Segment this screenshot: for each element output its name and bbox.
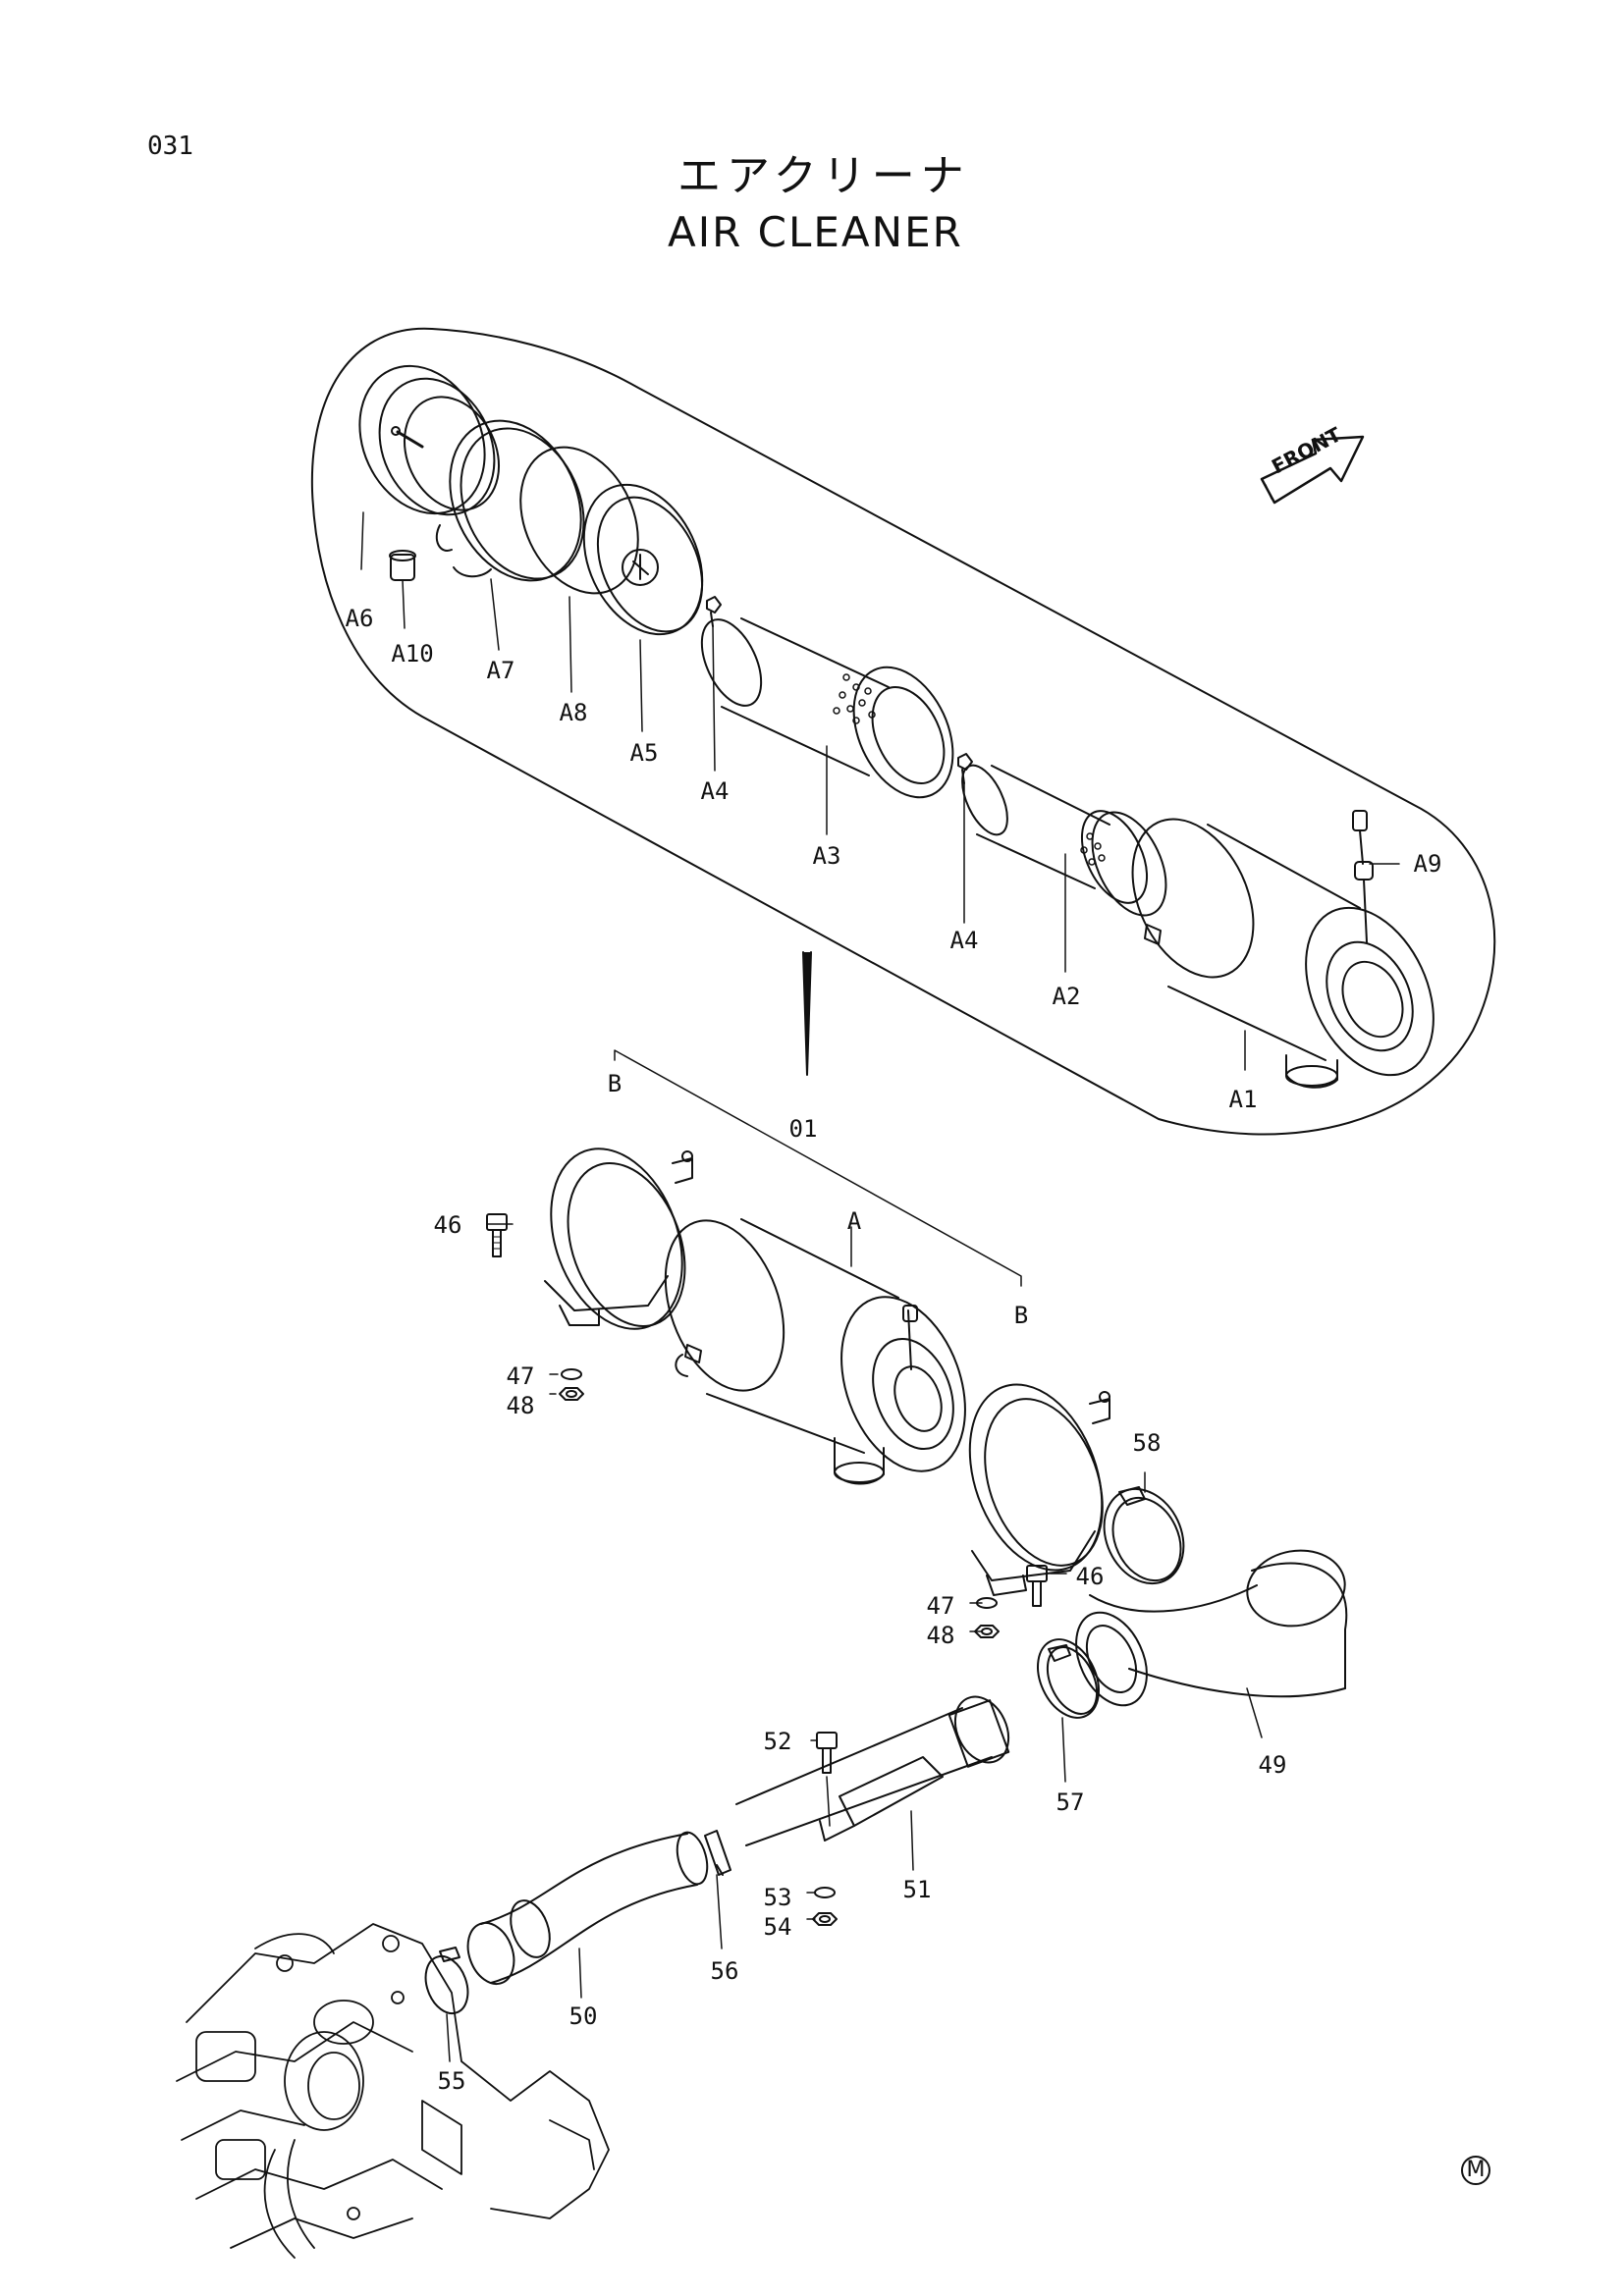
callout-a3: A3 [812, 842, 841, 870]
callout-46-left: 46 [433, 1211, 462, 1239]
page-number: 031 [147, 132, 193, 161]
callout-46-right: 46 [1075, 1563, 1105, 1590]
catalog-mark-icon: M [1461, 2156, 1490, 2185]
callout-a-main: A [846, 1207, 862, 1235]
callout-a2: A2 [1052, 983, 1081, 1010]
callout-a9: A9 [1413, 850, 1442, 878]
callout-a8: A8 [559, 699, 588, 726]
callout-56: 56 [710, 1957, 739, 1985]
callout-48-right: 48 [926, 1622, 955, 1649]
clamp-56 [705, 1831, 731, 1875]
bolt-46-right [1027, 1566, 1047, 1606]
bolt-52 [817, 1733, 837, 1826]
air-cleaner-body-a [644, 1204, 988, 1489]
callout-49: 49 [1258, 1751, 1287, 1779]
inner-filter-a2 [953, 759, 1181, 927]
callout-47-right: 47 [926, 1592, 955, 1620]
hose-50 [460, 1829, 712, 1990]
callout-a10: A10 [391, 640, 434, 667]
callout-57: 57 [1056, 1789, 1085, 1816]
intake-pipe-51 [736, 1688, 1018, 1845]
hose-clamp-55 [418, 1948, 475, 2019]
callout-47-left: 47 [506, 1362, 535, 1390]
callout-b-right: B [1013, 1302, 1029, 1329]
callout-b-left: B [607, 1070, 623, 1097]
hose-clamp-58 [1089, 1476, 1198, 1597]
callout-a4-top: A4 [700, 777, 730, 805]
outer-filter-a3 [689, 611, 972, 814]
callout-a1: A1 [1228, 1086, 1258, 1113]
callout-48-left: 48 [506, 1392, 535, 1419]
assembly-bracket [615, 1050, 1021, 1286]
exploded-view-enclosure [312, 329, 1494, 1135]
engine-outline [177, 1924, 609, 2258]
detail-pointer [803, 952, 811, 1075]
mounting-band-right [946, 1366, 1126, 1595]
evacuator-valve-a10 [390, 551, 415, 580]
callout-54: 54 [763, 1913, 792, 1941]
title-english: AIR CLEANER [668, 208, 963, 256]
leader-lines-bottom [447, 1224, 1262, 2061]
bolt-46-left [487, 1214, 507, 1256]
hose-clamp-57 [1026, 1629, 1110, 1728]
end-cover-a6 [337, 346, 516, 534]
clamp-band-a7 [425, 400, 607, 602]
washer-53 [815, 1888, 835, 1897]
elbow-hose-49 [1062, 1543, 1351, 1717]
washer-47-left [562, 1369, 581, 1379]
nut-48-left [560, 1388, 583, 1400]
callout-51: 51 [902, 1876, 932, 1903]
nut-54 [813, 1913, 837, 1925]
callout-58: 58 [1132, 1429, 1162, 1457]
cover-plate-a5 [561, 465, 725, 653]
callout-52: 52 [763, 1728, 792, 1755]
callout-assembly: 01 [788, 1115, 818, 1143]
air-cleaner-housing-a1 [1109, 800, 1458, 1095]
callout-53: 53 [763, 1884, 792, 1911]
title-japanese: エアクリーナ [677, 151, 970, 201]
callout-a4-bottom: A4 [949, 927, 979, 954]
wing-nut-a4-top [707, 597, 721, 626]
callout-a7: A7 [486, 657, 515, 684]
callout-55: 55 [437, 2067, 466, 2095]
front-arrow-icon [1262, 437, 1363, 503]
callout-a5: A5 [629, 739, 659, 767]
leader-lines-top [361, 512, 1399, 1070]
callout-50: 50 [568, 2002, 598, 2030]
callout-a6: A6 [345, 605, 374, 632]
mounting-band-left [527, 1131, 706, 1348]
restriction-indicator-a9 [1353, 811, 1373, 942]
